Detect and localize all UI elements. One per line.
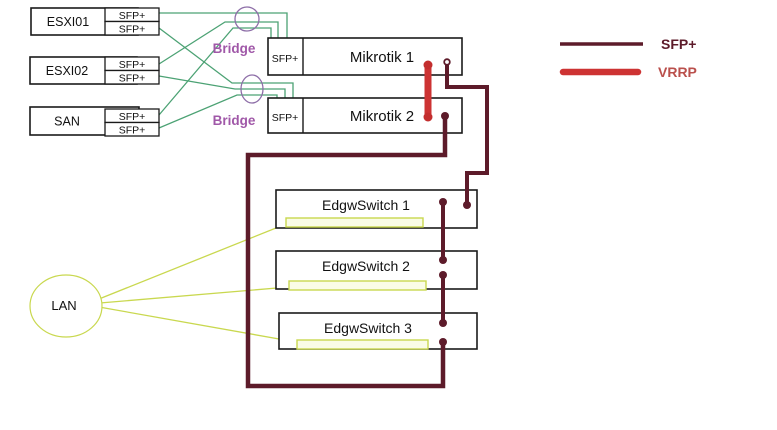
- host-label: ESXI01: [47, 15, 89, 29]
- vrrp-link-group: [423, 60, 433, 122]
- switch-port-strip: [288, 280, 427, 291]
- switch-edgwswitch3: EdgwSwitch 3: [278, 312, 478, 350]
- bridge2-label: Bridge: [213, 113, 256, 128]
- router-mikrotik2: SFP+ Mikrotik 2: [267, 97, 463, 134]
- switch-edgwswitch1: EdgwSwitch 1: [275, 189, 478, 229]
- legend: SFP+ VRRP: [559, 36, 697, 80]
- sfp-port-box: [104, 20, 160, 36]
- switch-port-strip: [285, 217, 424, 228]
- lan-link-switch1: [98, 223, 287, 300]
- vrrp-dot: [423, 60, 433, 70]
- fiber-link-esxi01-mik1: [159, 12, 288, 45]
- sfp-port-label: SFP+: [119, 59, 146, 71]
- fiber-link-esxi02-mik1: [158, 21, 279, 65]
- bridge1-label: Bridge: [213, 41, 256, 56]
- sfp-link-mik1-switch1: [445, 65, 489, 203]
- switch-port-strip: [296, 339, 429, 350]
- sfp-port-label: SFP+: [119, 24, 146, 36]
- connection-dot: [441, 112, 449, 120]
- router-label: Mikrotik 1: [350, 49, 414, 66]
- connection-dot: [439, 198, 447, 206]
- port-ring: [443, 58, 451, 66]
- lan-circle: [29, 274, 103, 338]
- fiber-link-san-mik1: [158, 27, 272, 116]
- connection-dot: [463, 201, 471, 209]
- host-label: SAN: [54, 115, 80, 129]
- vrrp-dot: [423, 112, 433, 122]
- host-esxi02: ESXI02 SFP+ SFP+: [29, 56, 160, 85]
- sfp-link-mik2-switch3-loop: [245, 117, 448, 389]
- sfp-port-label: SFP+: [119, 73, 146, 85]
- switch-label: EdgwSwitch 3: [324, 320, 412, 336]
- sfp-port-label: SFP+: [119, 125, 146, 137]
- lan-label: LAN: [51, 298, 76, 313]
- fiber-links-bridge1: [158, 12, 288, 116]
- sfp-port-label: SFP+: [119, 10, 146, 22]
- router-mikrotik1: SFP+ Mikrotik 1: [267, 37, 463, 76]
- switch-label: EdgwSwitch 1: [322, 197, 410, 213]
- bridge1-ellipse: [234, 6, 260, 32]
- host-san: SAN SFP+ SFP+: [29, 106, 160, 137]
- sfp-port-box: [104, 121, 160, 137]
- legend-sfp-label: SFP+: [661, 36, 696, 52]
- host-label: ESXI02: [46, 64, 88, 78]
- legend-vrrp-label: VRRP: [658, 64, 697, 80]
- sfp-links: [245, 58, 489, 389]
- sfp-port-label: SFP+: [272, 53, 299, 65]
- switch-label: EdgwSwitch 2: [322, 258, 410, 274]
- switch-edgwswitch2: EdgwSwitch 2: [275, 250, 478, 291]
- sfp-port-label: SFP+: [119, 111, 146, 123]
- bridge2-ellipse: [240, 74, 264, 104]
- connection-dot: [439, 338, 447, 346]
- connection-dot: [439, 271, 447, 279]
- connection-dot: [439, 256, 447, 264]
- host-esxi01: ESXI01 SFP+ SFP+: [30, 7, 160, 36]
- sfp-port-label: SFP+: [272, 112, 299, 124]
- router-label: Mikrotik 2: [350, 108, 414, 125]
- connection-dot: [439, 319, 447, 327]
- lan-node: LAN: [29, 274, 103, 338]
- sfp-port-box: [104, 69, 160, 85]
